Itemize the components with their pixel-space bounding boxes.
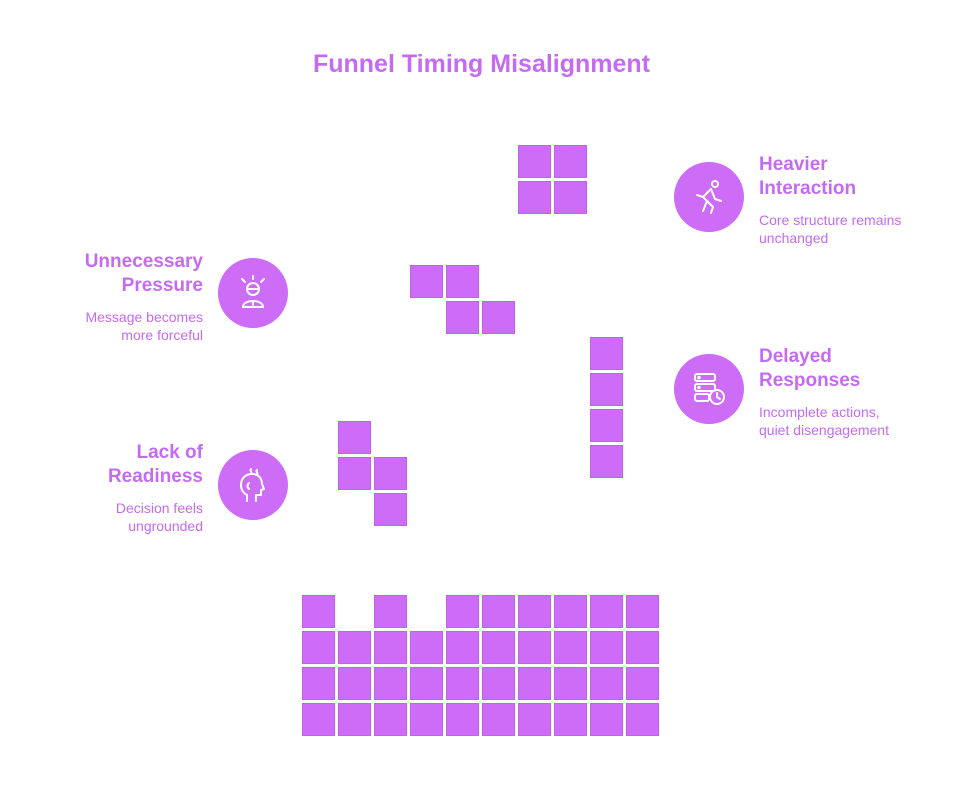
stack-block [554, 631, 587, 664]
heavier-interaction-badge [674, 162, 744, 232]
stack-block [446, 667, 479, 700]
stack-block [302, 667, 335, 700]
stack-block [554, 595, 587, 628]
stack-block [446, 703, 479, 736]
stack-block [410, 703, 443, 736]
stack-block [518, 595, 551, 628]
stack-block [482, 595, 515, 628]
stack-block [446, 631, 479, 664]
delayed-responses-desc: Incomplete actions,quiet disengagement [759, 404, 889, 438]
stack-block [518, 703, 551, 736]
stack-block [590, 703, 623, 736]
stack-block [338, 631, 371, 664]
lack-of-readiness-badge [218, 450, 288, 520]
stack-block [374, 631, 407, 664]
stack-block [482, 667, 515, 700]
stack-block [410, 631, 443, 664]
stack-block [410, 667, 443, 700]
stack-block [446, 595, 479, 628]
person-pushing-icon [696, 180, 722, 214]
stack-block [302, 703, 335, 736]
stressed-person-icon [241, 275, 265, 308]
stack-block [554, 703, 587, 736]
stack-block [302, 631, 335, 664]
server-clock-icon [694, 373, 725, 405]
stack-block [590, 631, 623, 664]
head-thinking-icon [240, 468, 265, 502]
delayed-responses-badge [674, 354, 744, 424]
stack-block [590, 667, 623, 700]
stack-block [482, 703, 515, 736]
stack-block [518, 631, 551, 664]
stack-block [374, 703, 407, 736]
stack-block [482, 631, 515, 664]
stack-block [554, 667, 587, 700]
stack-block [338, 667, 371, 700]
stack-block [338, 703, 371, 736]
stack-block [626, 703, 659, 736]
diagram-title: Funnel Timing Misalignment [312, 50, 651, 78]
unnecessary-pressure-badge [218, 258, 288, 328]
stack-block [626, 595, 659, 628]
stack-block [590, 595, 623, 628]
stack-block [518, 667, 551, 700]
stack-block [374, 667, 407, 700]
stack-block [626, 667, 659, 700]
stack-block [302, 595, 335, 628]
stack-block [374, 595, 407, 628]
stack-block [626, 631, 659, 664]
